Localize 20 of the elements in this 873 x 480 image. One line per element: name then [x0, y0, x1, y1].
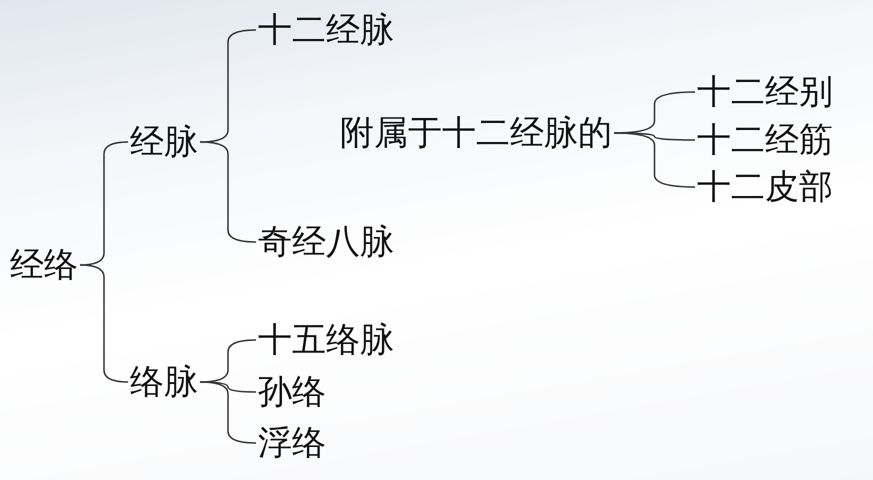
brace-branch: [80, 264, 128, 383]
term-label: 十二经脉: [258, 10, 394, 50]
brace-branch: [80, 141, 128, 266]
term-label: 经络: [10, 245, 78, 285]
term-label: 奇经八脉: [258, 222, 394, 262]
brace-branch: [614, 91, 696, 134]
term-label: 十二经筋: [697, 120, 833, 160]
brace-branch: [200, 339, 256, 383]
brace-branch: [200, 141, 256, 243]
term-label: 孙络: [258, 372, 326, 412]
term-label: 经脉: [130, 122, 198, 162]
term-label: 络脉: [130, 362, 198, 402]
term-label: 十二皮部: [697, 167, 833, 207]
term-label: 十五络脉: [258, 320, 394, 360]
term-label: 浮络: [258, 423, 326, 463]
brace-branch: [200, 29, 256, 143]
term-label: 附属于十二经脉的: [340, 113, 612, 153]
brace-branch: [614, 132, 696, 188]
brace-branch: [200, 381, 256, 444]
term-label: 十二经别: [697, 72, 833, 112]
